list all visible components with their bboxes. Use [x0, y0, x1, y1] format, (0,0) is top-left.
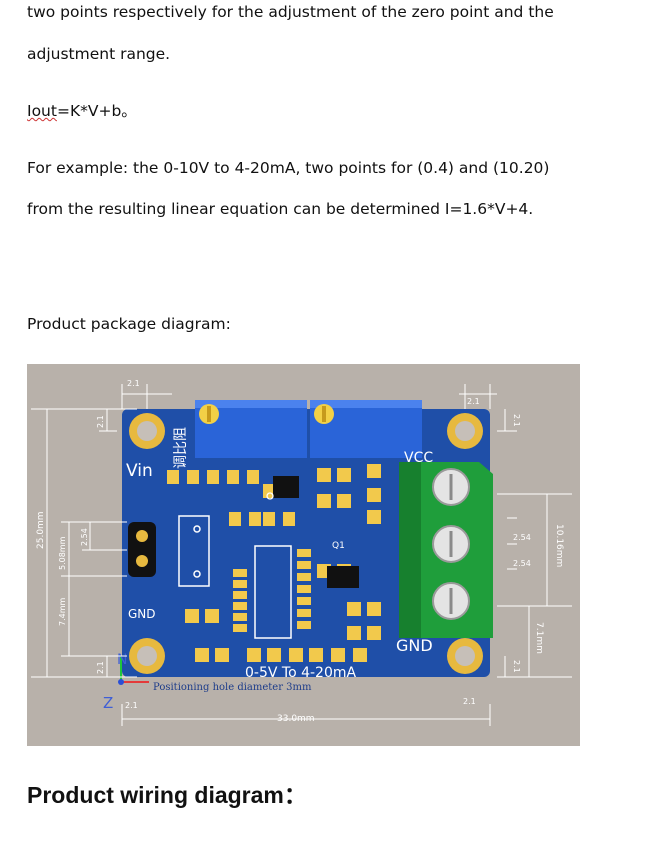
- formula-text: Iout=K*V+b。: [27, 101, 137, 121]
- label-gnd-right: GND: [396, 636, 433, 655]
- formula-variable: Iout: [27, 102, 57, 120]
- mounting-hole: [129, 413, 165, 449]
- formula-expression: =K*V+b。: [56, 102, 137, 120]
- potentiometer: [195, 400, 307, 458]
- label-chinese: 调比阻: [173, 427, 189, 469]
- axis-indicator: [118, 656, 149, 685]
- dim-right-1016: 10.16mm: [554, 524, 564, 567]
- dim-right-71: 7.1mm: [534, 622, 544, 654]
- jumper-header: [128, 515, 210, 587]
- hole-note: Positioning hole diameter 3mm: [153, 682, 312, 693]
- board-title: 0-5V To 4-20mA: [245, 665, 356, 681]
- paragraph-line: adjustment range.: [27, 45, 171, 63]
- mounting-hole: [129, 638, 165, 674]
- label-vcc: VCC: [404, 450, 433, 466]
- axis-z-label: Z: [103, 694, 113, 712]
- dim-hole-offset: 2.1: [467, 397, 480, 406]
- dim-hole-offset: 2.1: [96, 661, 105, 674]
- package-diagram: Vin GND VCC GND 0-5V To 4-20mA Q1 调比阻 Po…: [27, 364, 580, 746]
- dim-left-508: 5.08mm: [58, 536, 67, 570]
- mounting-hole: [447, 413, 483, 449]
- ic-chip: [254, 476, 359, 639]
- terminal-block: [399, 462, 493, 638]
- label-vin: Vin: [126, 461, 153, 481]
- label-q1: Q1: [332, 541, 345, 551]
- dim-hole-offset: 2.1: [463, 697, 476, 706]
- wiring-heading: Product wiring diagram：: [27, 782, 307, 808]
- dim-hole-offset: 2.1: [127, 379, 140, 388]
- mounting-hole: [447, 638, 483, 674]
- dim-hole-offset: 2.1: [512, 660, 521, 673]
- dim-width-total: 33.0mm: [277, 714, 315, 724]
- dim-hole-offset: 2.1: [125, 701, 138, 710]
- dim-height-total: 25.0mm: [36, 511, 46, 549]
- dim-right-254a: 2.54: [513, 533, 531, 542]
- paragraph-line: two points respectively for the adjustme…: [27, 3, 554, 21]
- axis-n-label: N: [117, 652, 127, 668]
- example-line: from the resulting linear equation can b…: [27, 200, 534, 218]
- dim-hole-offset: 2.1: [512, 414, 521, 427]
- label-gnd-left: GND: [128, 607, 156, 621]
- potentiometer: [310, 400, 422, 458]
- package-diagram-svg: Vin GND VCC GND 0-5V To 4-20mA Q1 调比阻 Po…: [27, 364, 580, 746]
- dim-left-254: 2.54: [80, 528, 89, 546]
- dim-right-254b: 2.54: [513, 559, 531, 568]
- dimension-lines: [31, 384, 572, 726]
- via-hole: [266, 492, 274, 500]
- example-line: For example: the 0-10V to 4-20mA, two po…: [27, 159, 550, 177]
- dim-left-74: 7.4mm: [58, 597, 67, 626]
- smd-components: [167, 464, 381, 662]
- package-heading: Product package diagram:: [27, 315, 231, 333]
- dim-hole-offset: 2.1: [96, 415, 105, 428]
